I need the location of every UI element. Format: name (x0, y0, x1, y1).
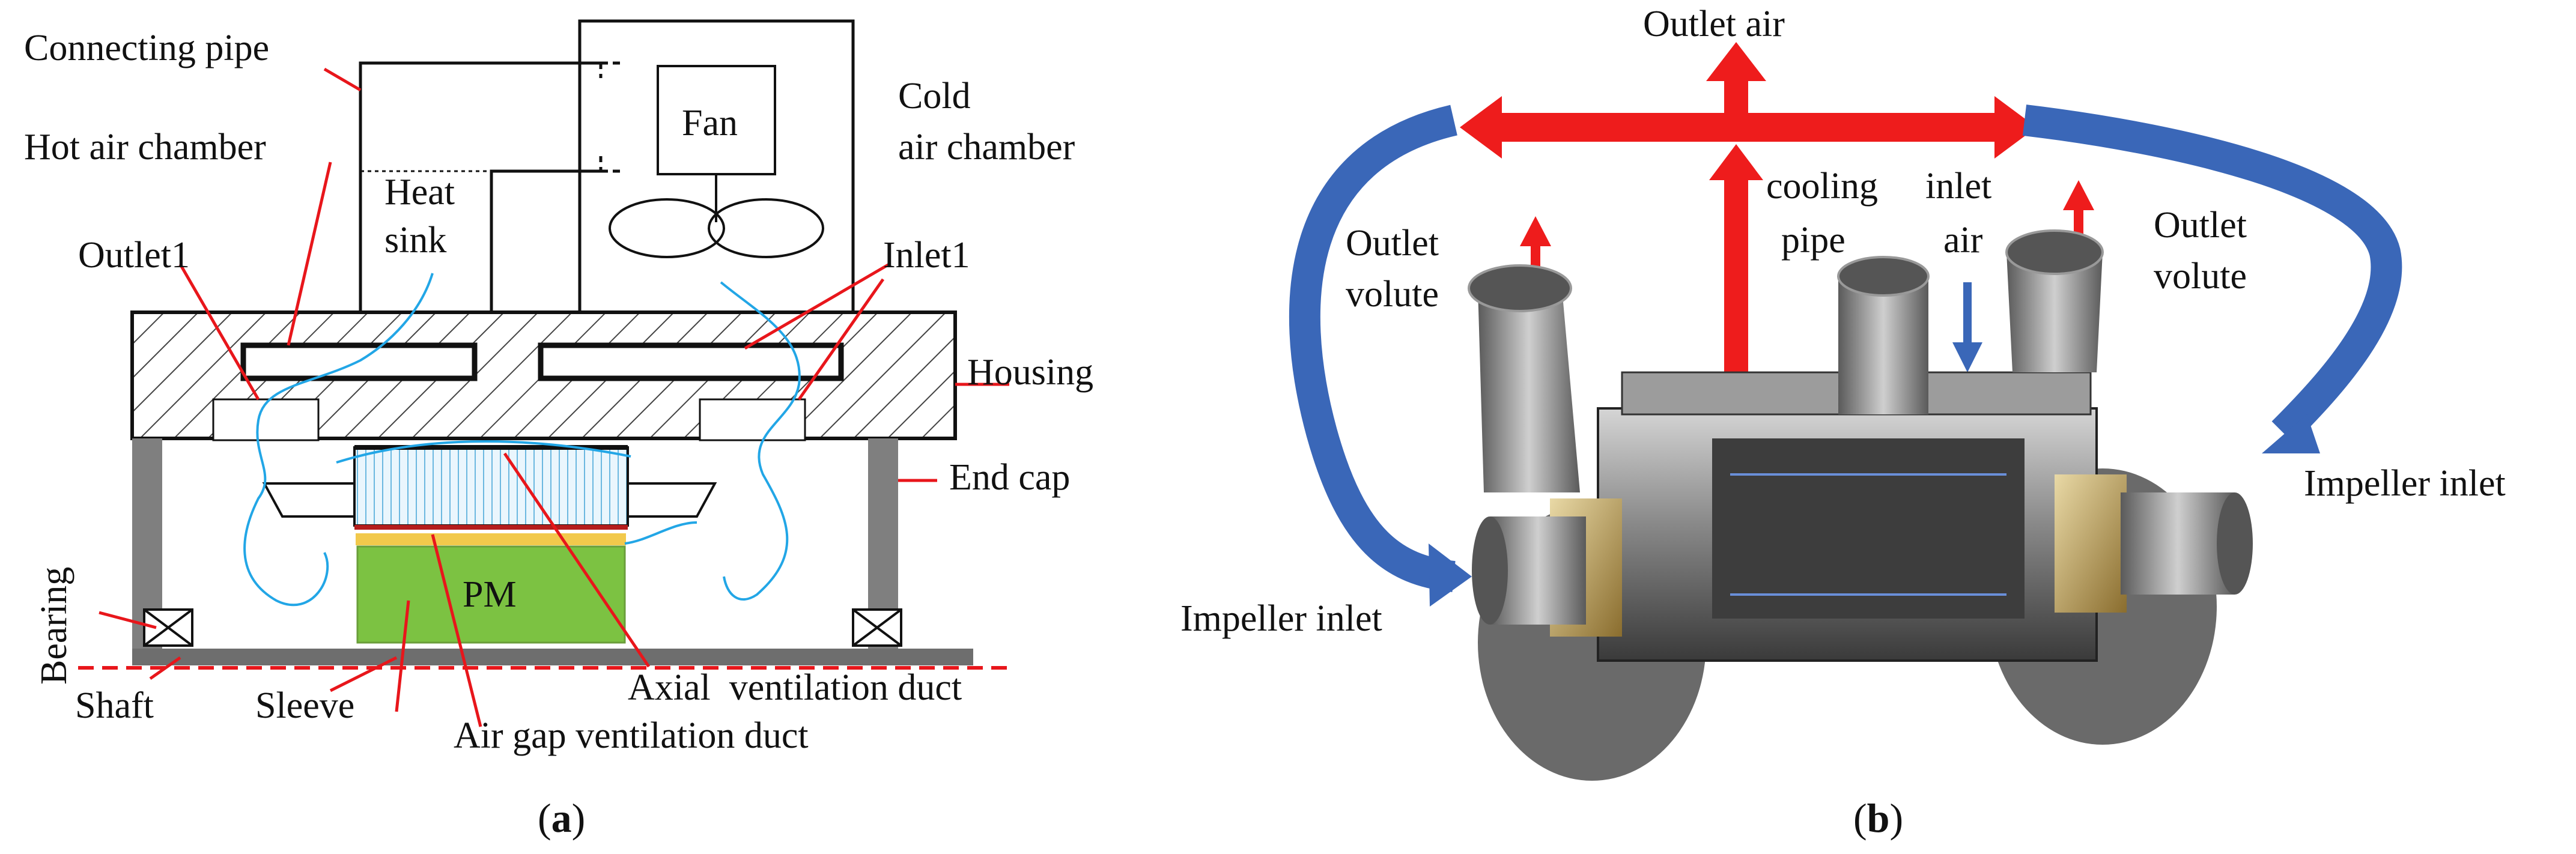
label-inlet-air-1: inlet (1925, 166, 1991, 207)
label-hot-air-chamber: Hot air chamber (24, 127, 266, 168)
label-outlet-volute-left-2: volute (1346, 274, 1439, 315)
panel-a-motor-cross-section: Connecting pipe Hot air chamber Outlet1 … (24, 19, 1093, 841)
label-outlet-volute-left-1: Outlet (1346, 223, 1439, 264)
label-cold-air-chamber-2: air chamber (898, 127, 1075, 168)
label-cooling-pipe-2: pipe (1781, 220, 1845, 261)
label-air-gap-ventilation-duct: Air gap ventilation duct (454, 715, 809, 756)
label-cold-air-chamber-1: Cold (898, 76, 971, 117)
label-inlet-air-2: air (1943, 220, 1983, 261)
label-inlet1: Inlet1 (883, 235, 970, 276)
cold-air-chamber (538, 342, 844, 381)
recirculation-arrows (1289, 104, 2402, 607)
sleeve (356, 533, 626, 545)
caption-a: (a) (538, 795, 585, 841)
pipes (1468, 229, 2104, 492)
stator (262, 445, 717, 530)
label-heat-sink-1: Heat (384, 172, 455, 213)
label-outlet-volute-right-1: Outlet (2154, 205, 2247, 246)
leader-lines (99, 67, 1009, 727)
airflow-paths (243, 273, 801, 607)
label-sleeve: Sleeve (255, 685, 354, 726)
label-axial-ventilation-duct: Axial ventilation duct (628, 667, 962, 708)
label-housing: Housing (967, 352, 1093, 393)
label-outlet-air: Outlet air (1643, 4, 1785, 44)
label-heat-sink-2: sink (384, 220, 446, 261)
fan-housing (578, 19, 855, 312)
outlet1-port (212, 398, 320, 441)
label-fan: Fan (682, 103, 738, 144)
bearing-left-cross (143, 608, 193, 647)
label-connecting-pipe: Connecting pipe (24, 28, 269, 68)
label-impeller-inlet-right: Impeller inlet (2304, 463, 2506, 504)
bearing-right-cross (852, 608, 902, 647)
label-bearing: Bearing (34, 567, 74, 685)
shaft (132, 649, 973, 665)
label-impeller-inlet-left: Impeller inlet (1180, 598, 1382, 639)
label-pm: PM (463, 574, 517, 615)
connecting-pipe (359, 61, 603, 312)
panel-b-compressor-cutaway: Outlet air cooling pipe inlet air Outlet… (1180, 4, 2506, 841)
caption-b: (b) (1853, 795, 1903, 841)
label-outlet1: Outlet1 (78, 235, 190, 276)
label-outlet-volute-right-2: volute (2154, 256, 2247, 297)
label-cooling-pipe-1: cooling (1766, 166, 1878, 207)
label-shaft: Shaft (75, 685, 154, 726)
label-end-cap: End cap (949, 457, 1070, 498)
inlet1-port (699, 398, 806, 441)
